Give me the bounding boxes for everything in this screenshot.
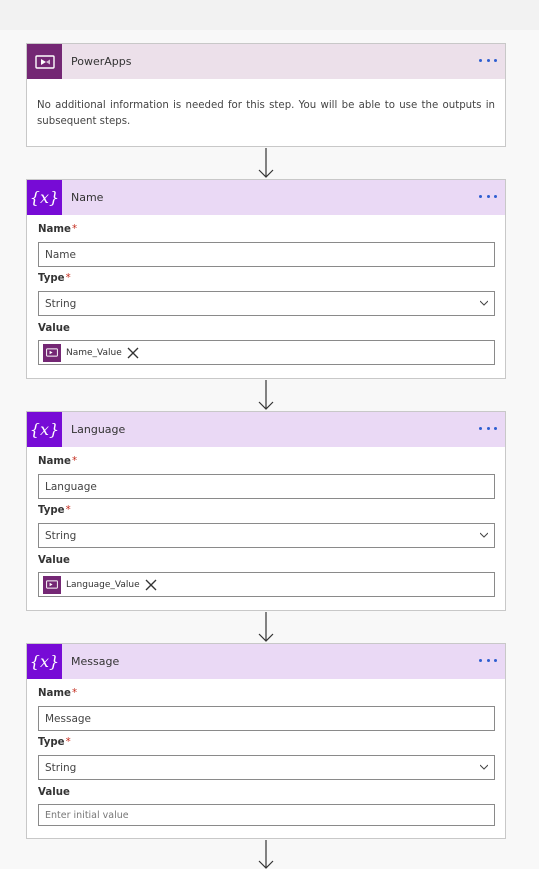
remove-token-icon[interactable] [144, 578, 158, 592]
initialize-variable-card-name: {x} Name Name* Name Type* String Value N… [26, 179, 506, 379]
variable-icon: {x} [27, 644, 62, 679]
type-dropdown[interactable]: String [38, 755, 495, 780]
name-label: Name* [38, 688, 78, 699]
step-description: No additional information is needed for … [37, 100, 495, 127]
powerapps-icon [27, 44, 62, 79]
variable-icon: {x} [27, 412, 62, 447]
type-dropdown[interactable]: String [38, 291, 495, 316]
type-value: String [45, 761, 77, 774]
chevron-down-icon [480, 532, 488, 538]
name-label: Name* [38, 224, 78, 235]
type-value: String [45, 297, 77, 310]
token-label: Name_Value [66, 347, 122, 358]
variable-icon: {x} [27, 180, 62, 215]
card-title: PowerApps [71, 55, 132, 68]
initialize-variable-card-message: {x} Message Name* Message Type* String V… [26, 643, 506, 839]
type-label: Type* [38, 273, 71, 284]
name-input[interactable]: Message [38, 706, 495, 731]
name-label: Name* [38, 456, 78, 467]
card-title: Name [71, 191, 104, 204]
more-options-icon[interactable] [479, 55, 497, 65]
value-input[interactable]: Language_Value [38, 572, 495, 597]
value-label: Value [38, 323, 70, 334]
flow-arrow-icon [258, 380, 274, 410]
token-label: Language_Value [66, 579, 140, 590]
value-input[interactable]: Enter initial value [38, 804, 495, 826]
more-options-icon[interactable] [479, 655, 497, 665]
powerapps-icon [43, 343, 61, 362]
powerapps-icon [43, 575, 61, 594]
type-label: Type* [38, 505, 71, 516]
card-header[interactable]: PowerApps [27, 44, 505, 79]
dynamic-content-token[interactable]: Name_Value [43, 343, 140, 362]
value-input[interactable]: Name_Value [38, 340, 495, 365]
flow-arrow-icon [258, 840, 274, 869]
type-dropdown[interactable]: String [38, 523, 495, 548]
more-options-icon[interactable] [479, 423, 497, 433]
type-value: String [45, 529, 77, 542]
top-band [0, 0, 539, 30]
card-header[interactable]: {x} Message [27, 644, 505, 679]
name-input[interactable]: Name [38, 242, 495, 267]
chevron-down-icon [480, 300, 488, 306]
flow-arrow-icon [258, 148, 274, 178]
card-header[interactable]: {x} Language [27, 412, 505, 447]
name-input[interactable]: Language [38, 474, 495, 499]
more-options-icon[interactable] [479, 191, 497, 201]
remove-token-icon[interactable] [126, 346, 140, 360]
card-header[interactable]: {x} Name [27, 180, 505, 215]
initialize-variable-card-language: {x} Language Name* Language Type* String… [26, 411, 506, 611]
dynamic-content-token[interactable]: Language_Value [43, 575, 158, 594]
value-label: Value [38, 555, 70, 566]
type-label: Type* [38, 737, 71, 748]
card-title: Message [71, 655, 120, 668]
flow-arrow-icon [258, 612, 274, 642]
chevron-down-icon [480, 764, 488, 770]
powerapps-trigger-card: PowerApps No additional information is n… [26, 43, 506, 147]
value-label: Value [38, 787, 70, 798]
card-title: Language [71, 423, 126, 436]
